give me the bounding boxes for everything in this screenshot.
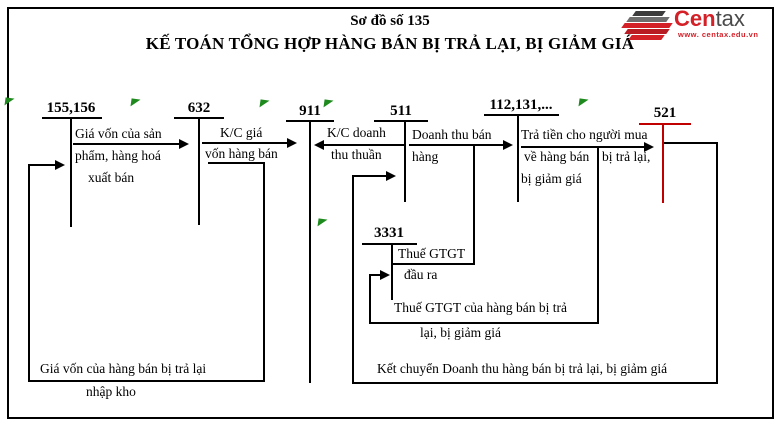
logo-layer-icon xyxy=(621,23,673,28)
arrow-vat-returns-line xyxy=(369,274,381,276)
account-911-label: 911 xyxy=(299,103,321,119)
cogs-returns-top-line xyxy=(208,162,265,164)
t-stem-521 xyxy=(662,123,664,203)
page-title: KẾ TOÁN TỔNG HỢP HÀNG BÁN BỊ TRẢ LẠI, BỊ… xyxy=(145,34,635,53)
diagram-number-title: Sơ đồ số 135 xyxy=(350,13,430,29)
outer-border xyxy=(7,7,774,419)
arrow-kc-cogs-head-icon xyxy=(287,138,297,148)
flow-output-vat-line1: Thuế GTGT xyxy=(398,246,466,261)
t-line-112 xyxy=(484,114,559,116)
logo-website: www. centax.edu.vn xyxy=(678,30,759,39)
kc-returns-bottom-line xyxy=(352,382,718,384)
logo-wordmark-primary: Cen xyxy=(674,6,716,31)
flow-kc-cogs-line2: vốn hàng bán xyxy=(205,146,278,161)
t-stem-3331 xyxy=(391,243,393,300)
vat-returns-left-line xyxy=(369,274,371,324)
account-112-131-label: 112,131,... xyxy=(489,97,553,113)
centax-logo: Centax www. centax.edu.vn xyxy=(616,8,772,40)
revision-marker-icon xyxy=(4,97,15,107)
arrow-kc-cogs-line xyxy=(202,142,288,144)
flow-cogs-out-line3: xuất bán xyxy=(88,170,135,185)
vat-returns-right-line xyxy=(597,146,599,324)
logo-layer-icon xyxy=(624,29,670,34)
cogs-returns-bottom-line xyxy=(28,380,265,382)
arrow-kc-returns-head-icon xyxy=(386,171,396,181)
revision-marker-icon xyxy=(130,98,141,108)
arrow-kc-returns-line xyxy=(352,175,387,177)
revision-marker-icon xyxy=(578,98,589,108)
t-stem-155 xyxy=(70,117,72,227)
cogs-returns-left-line xyxy=(28,164,30,382)
account-155-156-label: 155,156 xyxy=(46,100,96,116)
vat-returns-bottom-line xyxy=(369,322,599,324)
t-line-3331 xyxy=(362,243,417,245)
t-line-155 xyxy=(42,117,102,119)
account-632-label: 632 xyxy=(187,100,211,116)
arrow-cogs-out-line xyxy=(73,143,180,145)
flow-refund-line3: bị giảm giá xyxy=(521,171,582,186)
arrow-refund-head-icon xyxy=(644,142,654,152)
flow-vat-returns-line2: lại, bị giảm giá xyxy=(420,325,501,340)
cogs-returns-right-line xyxy=(263,162,265,381)
t-stem-911 xyxy=(309,120,311,383)
logo-stack-icon xyxy=(616,9,674,40)
kc-returns-left-line xyxy=(352,175,354,384)
output-vat-credit-line xyxy=(392,263,475,265)
t-line-511 xyxy=(374,120,428,122)
kc-returns-top-line xyxy=(664,142,718,144)
logo-wordmark: Centax xyxy=(674,8,745,30)
flow-cogs-out-line1: Giá vốn của sản xyxy=(75,126,162,141)
account-3331-label: 3331 xyxy=(374,225,404,241)
flow-cogs-returns-line1: Giá vốn của hàng bán bị trả lại xyxy=(40,361,207,376)
flow-refund-line2b: bị trả lại, xyxy=(602,149,651,164)
arrow-kc-revenue-line xyxy=(323,144,404,146)
arrow-refund-line xyxy=(521,146,645,148)
account-521-label: 521 xyxy=(653,105,677,121)
arrow-revenue-line xyxy=(409,144,504,146)
account-511-label: 511 xyxy=(390,103,412,119)
t-line-521 xyxy=(639,123,691,125)
arrow-cogs-out-head-icon xyxy=(179,139,189,149)
flow-refund-line2a: về hàng bán xyxy=(524,149,590,164)
flow-cogs-returns-line2: nhập kho xyxy=(86,384,136,399)
arrow-cogs-returns-line xyxy=(28,164,56,166)
vat-connector-line xyxy=(473,144,475,265)
arrow-revenue-head-icon xyxy=(503,140,513,150)
revision-marker-icon xyxy=(317,218,328,228)
arrow-cogs-returns-head-icon xyxy=(55,160,65,170)
flow-kc-returns-label: Kết chuyển Doanh thu hàng bán bị trả lại… xyxy=(377,361,668,376)
flow-cogs-out-line2: phẩm, hàng hoá xyxy=(75,148,161,163)
logo-layer-icon xyxy=(628,35,665,40)
logo-layer-icon xyxy=(632,11,666,16)
flow-kc-cogs-line1: K/C giá xyxy=(220,125,263,140)
arrow-vat-returns-head-icon xyxy=(380,270,390,280)
flow-revenue-line1: Doanh thu bán xyxy=(412,127,492,142)
flow-kc-revenue-line2: thu thuần xyxy=(331,147,382,162)
arrow-kc-revenue-head-icon xyxy=(314,140,324,150)
t-stem-632 xyxy=(198,117,200,225)
t-stem-511 xyxy=(404,120,406,202)
flow-revenue-line2: hàng xyxy=(412,149,439,164)
flow-kc-revenue-line1: K/C doanh xyxy=(327,125,386,140)
flow-vat-returns-line1: Thuế GTGT của hàng bán bị trả xyxy=(394,300,567,315)
flow-refund-line1: Trả tiền cho người mua xyxy=(521,127,648,142)
logo-wordmark-secondary: tax xyxy=(715,6,745,31)
t-stem-112 xyxy=(517,114,519,202)
flow-output-vat-line2: đầu ra xyxy=(404,267,438,282)
revision-marker-icon xyxy=(259,99,270,109)
kc-returns-right-line xyxy=(716,142,718,384)
logo-layer-icon xyxy=(626,17,670,22)
